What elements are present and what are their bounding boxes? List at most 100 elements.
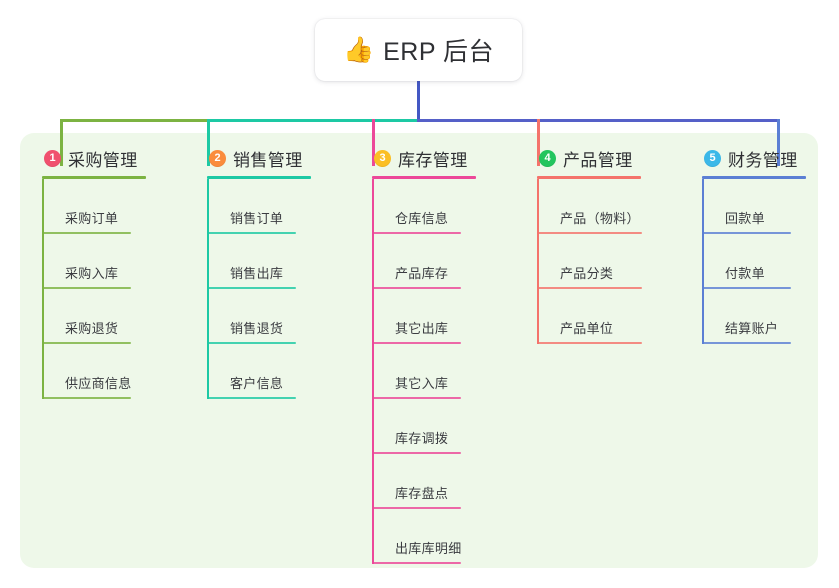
column-spine (42, 179, 44, 399)
column-spine (537, 179, 539, 344)
leaf-node[interactable]: 采购入库 (42, 234, 146, 289)
leaf-node-underline (43, 342, 131, 344)
column-title: 库存管理 (398, 150, 468, 170)
leaf-node-underline (373, 397, 461, 399)
leaf-node[interactable]: 销售出库 (207, 234, 311, 289)
leaf-node-label: 销售出库 (230, 266, 284, 281)
column-items: 仓库信息产品库存其它出库其它入库库存调拨库存盘点出库库明细 (372, 179, 476, 564)
leaf-node-underline (538, 287, 642, 289)
bus-segment-green (60, 119, 207, 122)
leaf-node[interactable]: 库存调拨 (372, 399, 476, 454)
column-header-财务管理[interactable]: 5 财务管理 (702, 146, 806, 170)
drop-connector-1 (60, 119, 63, 166)
leaf-node-underline (373, 287, 461, 289)
column-underline (42, 176, 146, 179)
leaf-node[interactable]: 出库库明细 (372, 509, 476, 564)
column-items: 采购订单采购入库采购退货供应商信息 (42, 179, 146, 399)
leaf-node-underline (43, 232, 131, 234)
leaf-node[interactable]: 产品库存 (372, 234, 476, 289)
leaf-node-label: 库存调拨 (395, 431, 449, 446)
leaf-node[interactable]: 供应商信息 (42, 344, 146, 399)
column-采购管理: 1 采购管理采购订单采购入库采购退货供应商信息 (42, 146, 146, 399)
column-title: 财务管理 (728, 150, 798, 170)
leaf-node[interactable]: 仓库信息 (372, 179, 476, 234)
leaf-node-underline (703, 342, 791, 344)
drop-connector-3 (372, 119, 375, 166)
leaf-node-label: 客户信息 (230, 376, 284, 391)
leaf-node[interactable]: 销售订单 (207, 179, 311, 234)
leaf-node-underline (43, 397, 131, 399)
leaf-node-label: 供应商信息 (65, 376, 132, 391)
leaf-node-label: 采购退货 (65, 321, 119, 336)
thumbs-up-icon: 👍 (342, 35, 375, 64)
leaf-node-underline (373, 452, 461, 454)
leaf-node-label: 库存盘点 (395, 486, 449, 501)
column-items: 产品（物料） 产品分类产品单位 (537, 179, 642, 344)
leaf-node-label: 采购订单 (65, 211, 119, 226)
leaf-node-underline (373, 342, 461, 344)
leaf-node-underline (208, 232, 296, 234)
leaf-node[interactable]: 其它入库 (372, 344, 476, 399)
leaf-node-underline (208, 287, 296, 289)
leaf-node-label: 其它入库 (395, 376, 449, 391)
leaf-node[interactable]: 其它出库 (372, 289, 476, 344)
leaf-node-underline (208, 397, 296, 399)
leaf-node-label: 回款单 (725, 211, 765, 226)
number-badge-icon: 4 (539, 149, 556, 167)
leaf-node-underline (703, 287, 791, 289)
leaf-node-label: 采购入库 (65, 266, 119, 281)
column-underline (537, 176, 641, 179)
leaf-node-label: 销售退货 (230, 321, 284, 336)
leaf-node-underline (208, 342, 296, 344)
leaf-node-underline (373, 507, 461, 509)
column-title: 采购管理 (68, 150, 138, 170)
column-underline (207, 176, 311, 179)
leaf-node[interactable]: 采购退货 (42, 289, 146, 344)
number-badge-icon: 3 (374, 149, 391, 167)
column-items: 回款单付款单结算账户 (702, 179, 806, 344)
leaf-node[interactable]: 库存盘点 (372, 454, 476, 509)
number-badge-icon: 2 (209, 149, 226, 167)
leaf-node-underline (538, 232, 642, 234)
root-stem-connector (417, 81, 420, 122)
root-node-title: ERP 后台 (383, 38, 495, 66)
leaf-node[interactable]: 结算账户 (702, 289, 806, 344)
leaf-node-label: 结算账户 (725, 321, 779, 336)
leaf-node[interactable]: 回款单 (702, 179, 806, 234)
bus-segment-indigo (417, 119, 780, 122)
leaf-node[interactable]: 付款单 (702, 234, 806, 289)
leaf-node[interactable]: 产品（物料） (537, 179, 642, 234)
number-badge-icon: 1 (44, 149, 61, 167)
leaf-node-underline (538, 342, 642, 344)
column-库存管理: 3 库存管理仓库信息产品库存其它出库其它入库库存调拨库存盘点出库库明细 (372, 146, 476, 564)
leaf-node[interactable]: 采购订单 (42, 179, 146, 234)
column-items: 销售订单销售出库销售退货客户信息 (207, 179, 311, 399)
leaf-node-label: 产品库存 (395, 266, 449, 281)
leaf-node-label: 仓库信息 (395, 211, 449, 226)
leaf-node[interactable]: 销售退货 (207, 289, 311, 344)
bus-segment-teal (207, 119, 417, 122)
number-badge-icon: 5 (704, 149, 721, 167)
leaf-node[interactable]: 产品单位 (537, 289, 642, 344)
content-panel (20, 133, 818, 568)
leaf-node-label: 产品分类 (560, 266, 614, 281)
leaf-node-underline (373, 232, 461, 234)
column-财务管理: 5 财务管理回款单付款单结算账户 (702, 146, 806, 344)
root-node-erp-backend[interactable]: 👍 ERP 后台 (315, 19, 522, 81)
column-underline (702, 176, 806, 179)
leaf-node-label: 产品单位 (560, 321, 614, 336)
leaf-node-label: 付款单 (725, 266, 765, 281)
leaf-node[interactable]: 客户信息 (207, 344, 311, 399)
column-header-采购管理[interactable]: 1 采购管理 (42, 146, 146, 170)
leaf-node[interactable]: 产品分类 (537, 234, 642, 289)
drop-connector-5 (777, 119, 780, 166)
column-spine (207, 179, 209, 399)
leaf-node-label: 销售订单 (230, 211, 284, 226)
leaf-node-underline (703, 232, 791, 234)
column-header-库存管理[interactable]: 3 库存管理 (372, 146, 476, 170)
